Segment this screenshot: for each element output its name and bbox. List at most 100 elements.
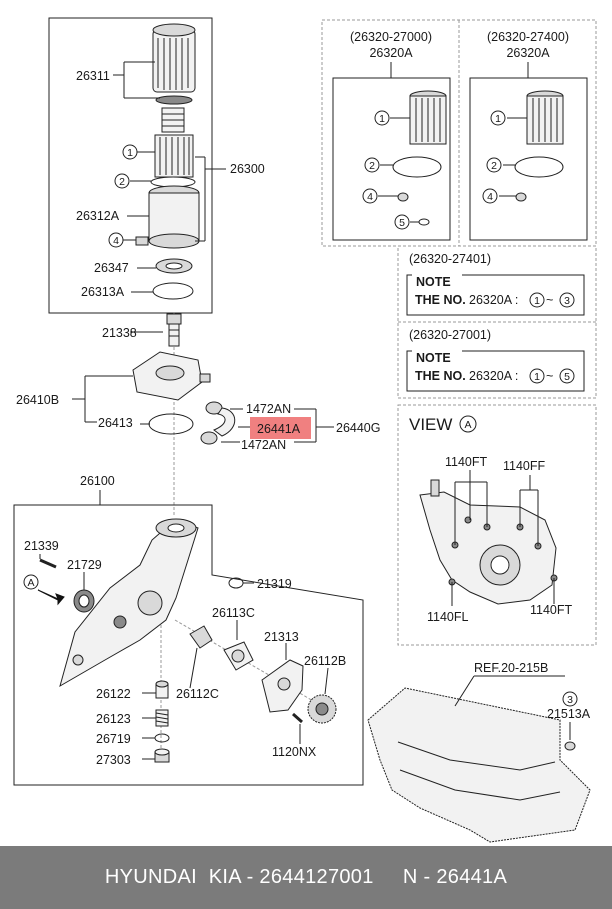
note2-title: NOTE bbox=[416, 351, 451, 365]
label-26413: 26413 bbox=[98, 416, 133, 430]
note-panel: (26320-27401) NOTE THE NO. 26320A : 1 ~ … bbox=[397, 245, 597, 399]
label-26122: 26122 bbox=[96, 687, 131, 701]
view-arrow-a bbox=[23, 574, 39, 590]
svg-text:4: 4 bbox=[113, 235, 119, 247]
svg-text:2: 2 bbox=[119, 176, 125, 188]
note2-code: (26320-27001) bbox=[409, 328, 491, 342]
kit-a-name: 26320A bbox=[369, 46, 413, 60]
callout-3 bbox=[562, 691, 578, 707]
label-26719: 26719 bbox=[96, 732, 131, 746]
label-26410b: 26410B bbox=[16, 393, 59, 407]
highlight-26441a bbox=[250, 417, 311, 439]
kit-a-code: (26320-27000) bbox=[350, 30, 432, 44]
oil-pan-group: REF.20-215B 3 21513A bbox=[367, 661, 591, 843]
svg-text:1: 1 bbox=[495, 113, 501, 125]
view-a-pump-body bbox=[419, 491, 557, 605]
svg-text:2: 2 bbox=[369, 160, 375, 172]
filter-oring bbox=[150, 176, 196, 188]
filter-cap-top bbox=[152, 23, 196, 37]
housing-bolt bbox=[135, 236, 149, 246]
filter-assembly-frame bbox=[48, 17, 213, 314]
label-26441a: 26441A bbox=[257, 422, 301, 436]
label-26312a: 26312A bbox=[76, 209, 120, 223]
note1-title: NOTE bbox=[416, 275, 451, 289]
filter-element bbox=[154, 134, 194, 178]
svg-text:1: 1 bbox=[379, 113, 385, 125]
kit-b-code: (26320-27400) bbox=[487, 30, 569, 44]
note2-prefix: THE NO. bbox=[415, 369, 466, 383]
kit-a-washer bbox=[397, 192, 409, 202]
label-26112b: 26112B bbox=[304, 654, 346, 668]
label-26347: 26347 bbox=[94, 261, 129, 275]
note1-code: (26320-27401) bbox=[409, 252, 491, 266]
filter-kit-panel: (26320-27000) 26320A (26320-27400) 26320… bbox=[321, 19, 597, 247]
label-ref: REF.20-215B bbox=[474, 661, 548, 675]
svg-text:~: ~ bbox=[546, 369, 553, 383]
kit-b-frame bbox=[469, 77, 588, 241]
view-label-tl: 1140FT bbox=[445, 455, 488, 469]
label-26112c: 26112C bbox=[176, 687, 219, 701]
oring-26313a bbox=[152, 282, 194, 300]
label-26313a: 26313A bbox=[81, 285, 125, 299]
oil-pan bbox=[367, 687, 591, 843]
kit-b-oring bbox=[514, 156, 564, 178]
label-21729: 21729 bbox=[67, 558, 102, 572]
view-a-frame bbox=[397, 404, 597, 646]
oil-pump-group: 26100 21339 A 21729 21319 26112C bbox=[13, 474, 364, 786]
view-a-panel: VIEW A 1140FT 1140FF 1140FL 1140FT bbox=[397, 404, 597, 646]
oring-26413 bbox=[148, 413, 194, 435]
kit-a-small-oring bbox=[418, 218, 430, 226]
view-label-bl: 1140FL bbox=[427, 610, 469, 624]
note2-box bbox=[406, 350, 585, 392]
label-26311: 26311 bbox=[76, 69, 110, 83]
svg-text:4: 4 bbox=[367, 191, 373, 203]
note2-ref: 26320A : bbox=[469, 369, 518, 383]
svg-text:5: 5 bbox=[399, 217, 405, 229]
bolt-21338 bbox=[166, 313, 182, 325]
pump-housing-26100 bbox=[59, 519, 199, 688]
label-26100: 26100 bbox=[80, 474, 115, 488]
callout-4 bbox=[108, 232, 124, 248]
svg-text:~: ~ bbox=[546, 293, 553, 307]
filter-housing bbox=[148, 192, 200, 242]
label-27303: 27303 bbox=[96, 753, 131, 767]
parts-diagram: 26311 26300 26312A 26347 26313A 1 2 4 (2… bbox=[13, 17, 597, 843]
kit-a-frame bbox=[332, 77, 451, 241]
label-21339: 21339 bbox=[24, 539, 59, 553]
footer-part-number: HYUNDAI KIA - 2644127001 N - 26441A bbox=[104, 866, 508, 888]
note1-box bbox=[406, 274, 585, 316]
label-26440g: 26440G bbox=[336, 421, 380, 435]
filter-cap-oring bbox=[155, 95, 193, 105]
svg-text:1: 1 bbox=[127, 147, 133, 159]
hose-26441a bbox=[213, 407, 236, 437]
label-1472an-bottom: 1472AN bbox=[241, 438, 286, 452]
svg-text:3: 3 bbox=[567, 694, 573, 706]
callout-2 bbox=[114, 173, 130, 189]
label-21513a: 21513A bbox=[547, 707, 591, 721]
rotor-26112c bbox=[189, 625, 213, 649]
svg-text:A: A bbox=[464, 419, 471, 431]
view-label-br: 1140FT bbox=[530, 603, 573, 617]
footer-bar: HYUNDAI KIA - 2644127001 N - 26441A bbox=[0, 846, 612, 909]
label-21313: 21313 bbox=[264, 630, 299, 644]
label-21319: 21319 bbox=[257, 577, 292, 591]
kit-b-name: 26320A bbox=[506, 46, 550, 60]
oring-21319 bbox=[228, 577, 244, 589]
svg-text:1: 1 bbox=[534, 371, 540, 383]
oil-cooler-group: 21338 26410B 26413 1472AN 1472AN 26441A … bbox=[16, 312, 380, 515]
oil-pump-frame bbox=[13, 504, 364, 786]
view-label-tr: 1140FF bbox=[503, 459, 546, 473]
label-26113c: 26113C bbox=[212, 606, 255, 620]
view-a-nozzle bbox=[430, 479, 440, 497]
callout-1 bbox=[122, 144, 138, 160]
view-title: VIEW bbox=[409, 415, 452, 434]
kit-a-oring bbox=[392, 156, 442, 178]
note1-ref: 26320A : bbox=[469, 293, 518, 307]
svg-text:3: 3 bbox=[564, 295, 570, 307]
svg-text:5: 5 bbox=[564, 371, 570, 383]
svg-text:1: 1 bbox=[534, 295, 540, 307]
clamp-bottom bbox=[200, 431, 218, 445]
svg-text:4: 4 bbox=[487, 191, 493, 203]
kit-b-washer bbox=[515, 192, 527, 202]
label-1472an-top: 1472AN bbox=[246, 402, 291, 416]
